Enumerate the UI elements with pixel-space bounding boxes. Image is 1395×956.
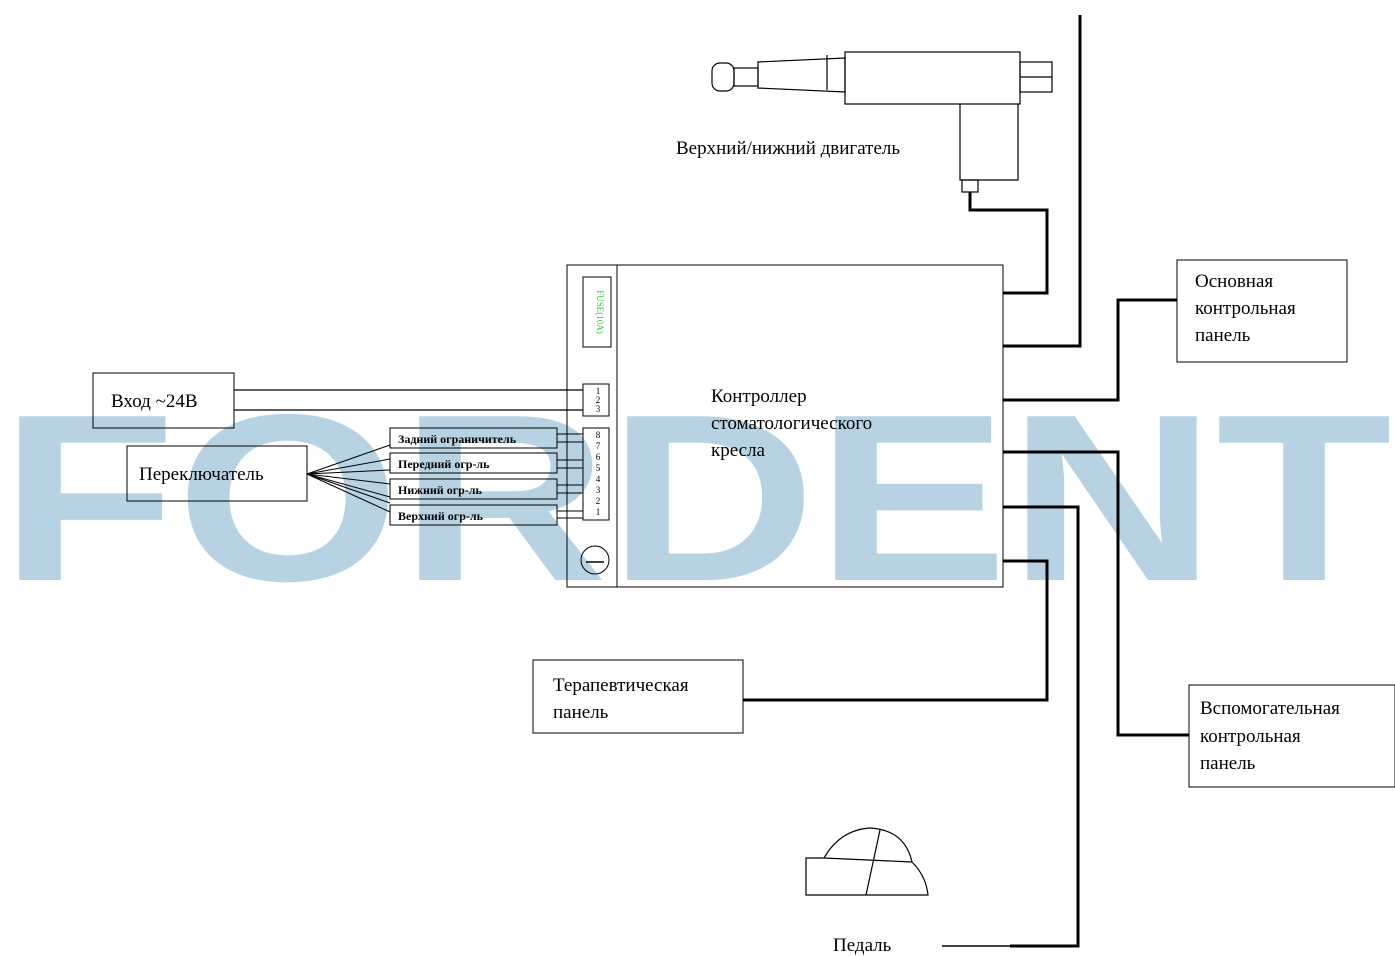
power-input-label: Вход ~24В (111, 391, 198, 412)
aux-panel-label-line-2: контрольная (1200, 726, 1301, 747)
main-panel-label-line-3: панель (1195, 325, 1251, 346)
limit-label-upper: Верхний огр-ль (398, 509, 484, 523)
therapy-panel-label-line-1: Терапевтическая (553, 675, 689, 696)
controller-label-line-2: стоматологического (711, 413, 872, 434)
limit-pin-1: 7 (596, 441, 601, 451)
aux-panel-label-line-1: Вспомогательная (1200, 698, 1340, 719)
power-connector-pins: 123 (596, 386, 601, 414)
pedal-cable (1003, 505, 1080, 948)
aux-panel-cable (1003, 450, 1189, 737)
main-panel-cable (1003, 298, 1177, 402)
power-button (580, 545, 610, 575)
limit-boxes: Задний ограничитель Передний огр-ль Нижн… (389, 427, 558, 526)
power-pin-1: 2 (596, 395, 601, 405)
motor-cable (968, 192, 1049, 295)
main-panel-box (1176, 259, 1348, 363)
watermark-text: FORDENT (0, 366, 1392, 631)
therapy-panel-label: Терапевтическая панель (553, 675, 693, 723)
switch-label: Переключатель (139, 464, 264, 485)
limit-label-front: Передний огр-ль (398, 457, 490, 471)
limit-wires (557, 433, 583, 519)
limit-box-lower (389, 478, 558, 500)
limit-pin-2: 6 (596, 452, 601, 462)
fuse (582, 276, 612, 348)
pedal-icon (805, 827, 929, 896)
limit-pin-0: 8 (596, 430, 601, 440)
limit-label-lower: Нижний огр-ль (398, 483, 483, 497)
power-connector (582, 383, 610, 417)
aux-panel-label-line-3: панель (1200, 753, 1256, 774)
controller-label-line-3: кресла (711, 440, 766, 461)
limit-box-front (389, 452, 558, 474)
limit-pin-4: 4 (596, 474, 601, 484)
limit-pin-6: 2 (596, 496, 601, 506)
motor-label: Верхний/нижний двигатель (676, 138, 900, 159)
switch-wires (306, 444, 391, 513)
therapy-panel-box (532, 659, 744, 734)
limit-label-rear: Задний ограничитель (398, 432, 517, 446)
fuse-label: FUSE(10A) (595, 290, 605, 334)
limit-pin-5: 3 (596, 485, 601, 495)
limit-box-rear (389, 427, 558, 449)
limit-connector (582, 427, 610, 521)
pedal-label: Педаль (833, 935, 892, 956)
main-panel-label: Основная контрольная панель (1195, 271, 1300, 346)
main-panel-label-line-2: контрольная (1195, 298, 1296, 319)
therapy-panel-cable (743, 559, 1049, 702)
aux-panel-label: Вспомогательная контрольная панель (1200, 698, 1345, 774)
main-panel-label-line-1: Основная (1195, 271, 1273, 292)
controller-label: Контроллер стоматологического кресла (711, 386, 877, 461)
motor-actuator (711, 51, 1053, 193)
power-pin-0: 1 (596, 386, 601, 396)
limit-box-upper (389, 504, 558, 526)
power-input-box (92, 372, 235, 429)
therapy-panel-label-line-2: панель (553, 702, 609, 723)
top-cable (1003, 15, 1082, 348)
controller-label-line-1: Контроллер (711, 386, 807, 407)
limit-pin-7: 1 (596, 507, 601, 517)
limit-pin-3: 5 (596, 463, 601, 473)
power-pin-2: 3 (596, 404, 601, 414)
